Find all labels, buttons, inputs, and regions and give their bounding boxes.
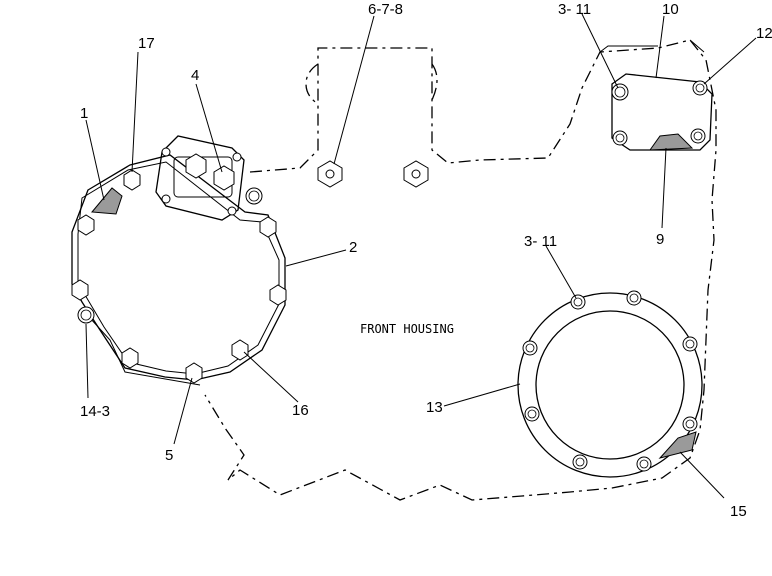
hex-bolt (269, 284, 287, 306)
round-bolt (572, 454, 588, 470)
hex-bolt (77, 214, 95, 236)
hex-bolt (121, 347, 139, 369)
round-bolt (245, 187, 263, 205)
round-bolt (411, 169, 421, 179)
front-housing-left-boss (305, 63, 319, 105)
callout-17: 17 (138, 35, 155, 52)
round-bolt (636, 456, 652, 472)
round-bolt (626, 290, 642, 306)
bolt-heads (71, 80, 708, 472)
round-bolt (161, 194, 171, 204)
round-bolt (522, 340, 538, 356)
round-bolt (611, 83, 629, 101)
front-housing-outline (204, 39, 717, 501)
round-bolt (77, 306, 95, 324)
callout-15: 15 (730, 503, 747, 520)
leader-lines (85, 13, 757, 499)
callout-3-11-mid: 3- 11 (524, 233, 557, 250)
seal-patch-9 (648, 133, 694, 151)
gear-cover-inner (535, 310, 685, 460)
callout-6-7-8: 6-7-8 (368, 1, 403, 18)
hex-bolt (213, 165, 235, 191)
round-bolt (682, 336, 698, 352)
callout-9: 9 (656, 231, 664, 248)
round-bolt (692, 80, 708, 96)
round-bolt (524, 406, 540, 422)
cover-gasket-tail (89, 317, 201, 386)
round-bolt (682, 416, 698, 432)
callout-5: 5 (165, 447, 173, 464)
callout-1: 1 (80, 105, 88, 122)
callout-2: 2 (349, 239, 357, 256)
round-bolt (325, 169, 335, 179)
callout-4: 4 (191, 67, 199, 84)
callout-3-11-top: 3- 11 (558, 1, 591, 18)
hex-bolt (185, 153, 207, 179)
seal-patch-15 (658, 431, 697, 459)
round-bolt (570, 294, 586, 310)
front-housing-right-boss (431, 63, 438, 101)
access-cover-flange (599, 39, 705, 53)
callout-16: 16 (292, 402, 309, 419)
hex-bolt (259, 216, 277, 238)
callout-labels: 1 17 4 6-7-8 3- 11 10 12 9 2 3- 11 13 15… (80, 1, 772, 520)
hex-bolt (231, 339, 249, 361)
seal-patch-1 (91, 187, 123, 215)
round-bolt (612, 130, 628, 146)
round-bolt (161, 147, 171, 157)
hex-bolt (185, 362, 203, 384)
hex-bolt (123, 169, 141, 191)
callout-12: 12 (756, 25, 772, 42)
round-bolt (227, 206, 237, 216)
small-cover-plate (155, 135, 245, 221)
callout-14-3: 14-3 (80, 403, 110, 420)
round-bolt (232, 152, 242, 162)
callout-13: 13 (426, 399, 443, 416)
front-housing-label: FRONT HOUSING (360, 322, 454, 336)
round-bolt (690, 128, 706, 144)
hex-bolt (71, 279, 89, 301)
callout-10: 10 (662, 1, 679, 18)
